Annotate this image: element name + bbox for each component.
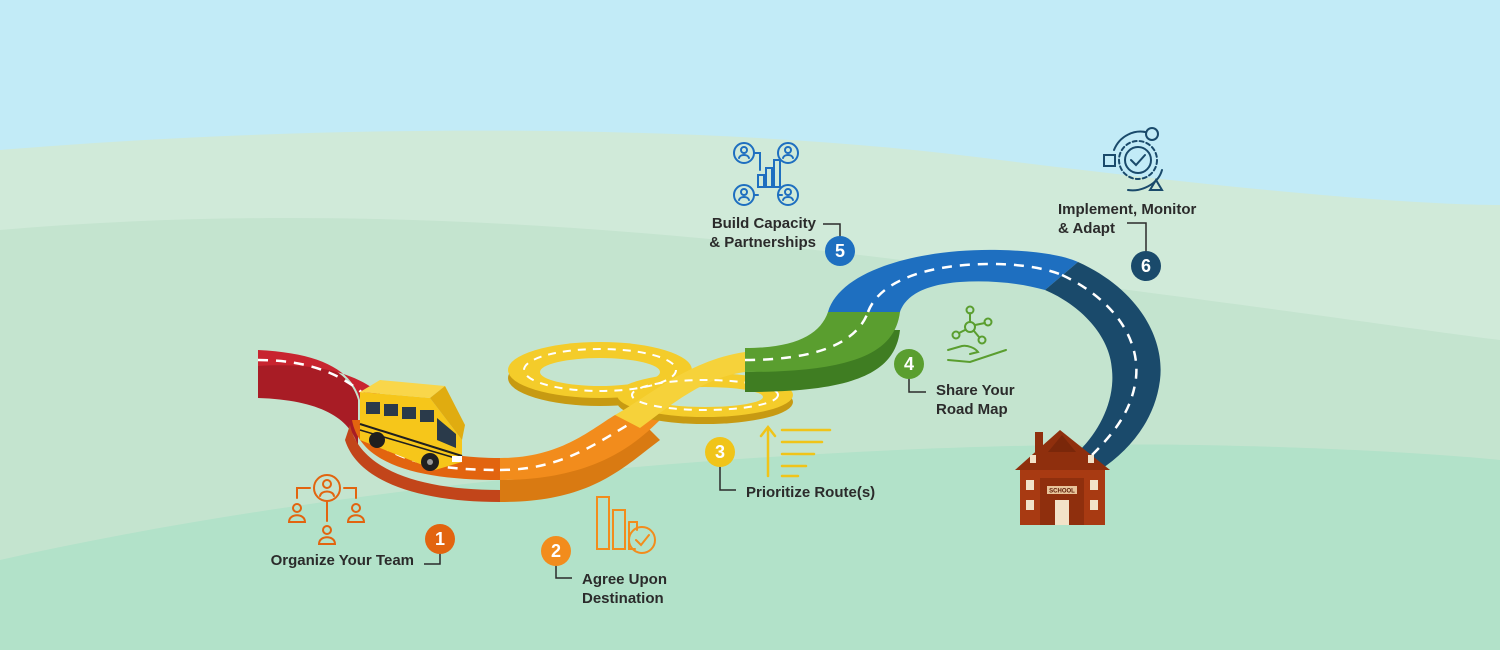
connector-lines bbox=[424, 222, 1147, 579]
step-3-label-line-1: Prioritize Route(s) bbox=[746, 484, 876, 501]
road-segment-2 bbox=[499, 415, 665, 502]
step-5-badge: 5 bbox=[825, 236, 855, 266]
step-5-label-line-1: Build Capacity bbox=[711, 215, 816, 232]
road-segment-4 bbox=[744, 311, 900, 392]
step-2-label-line-1: Agree Upon bbox=[582, 571, 668, 588]
road-segment-5 bbox=[828, 249, 1078, 313]
step-6-label: Implement, Monitor & Adapt bbox=[1058, 200, 1196, 238]
step-6-badge: 6 bbox=[1131, 251, 1161, 281]
step-3-badge: 3 bbox=[705, 437, 735, 467]
road-segment-6 bbox=[1045, 262, 1161, 470]
step-2-label-line-2: Destination bbox=[582, 590, 664, 607]
step-4-badge: 4 bbox=[894, 349, 924, 379]
step-6-label-line-1: Implement, Monitor bbox=[1058, 201, 1197, 218]
hill-front bbox=[0, 444, 1500, 650]
school-sign-text: SCHOOL bbox=[1049, 489, 1075, 495]
step-1-label-line-1: Organize Your Team bbox=[270, 552, 414, 569]
step-6-label-line-2: & Adapt bbox=[1058, 220, 1115, 237]
hand-network-icon bbox=[947, 305, 1007, 364]
school-building-illustration: SCHOOL bbox=[1015, 430, 1110, 525]
step-3-label: Prioritize Route(s) bbox=[746, 483, 875, 502]
step-4-label-line-1: Share Your bbox=[936, 382, 1015, 399]
step-4-label: Share Your Road Map bbox=[936, 381, 1015, 419]
step-5-label: Build Capacity & Partnerships bbox=[664, 214, 816, 252]
team-org-icon bbox=[287, 474, 366, 545]
school-bus-illustration bbox=[359, 380, 465, 471]
step-2-badge: 2 bbox=[541, 536, 571, 566]
bars-check-icon bbox=[596, 496, 656, 554]
cycle-gear-check-icon bbox=[1103, 127, 1164, 192]
step-2-label: Agree Upon Destination bbox=[582, 570, 667, 608]
step-1-label: Organize Your Team bbox=[236, 551, 414, 570]
step-4-label-line-2: Road Map bbox=[936, 401, 1008, 418]
step-1-badge: 1 bbox=[425, 524, 455, 554]
people-growth-icon bbox=[733, 142, 799, 206]
priority-arrow-icon bbox=[759, 424, 832, 478]
step-5-label-line-2: & Partnerships bbox=[709, 234, 816, 251]
